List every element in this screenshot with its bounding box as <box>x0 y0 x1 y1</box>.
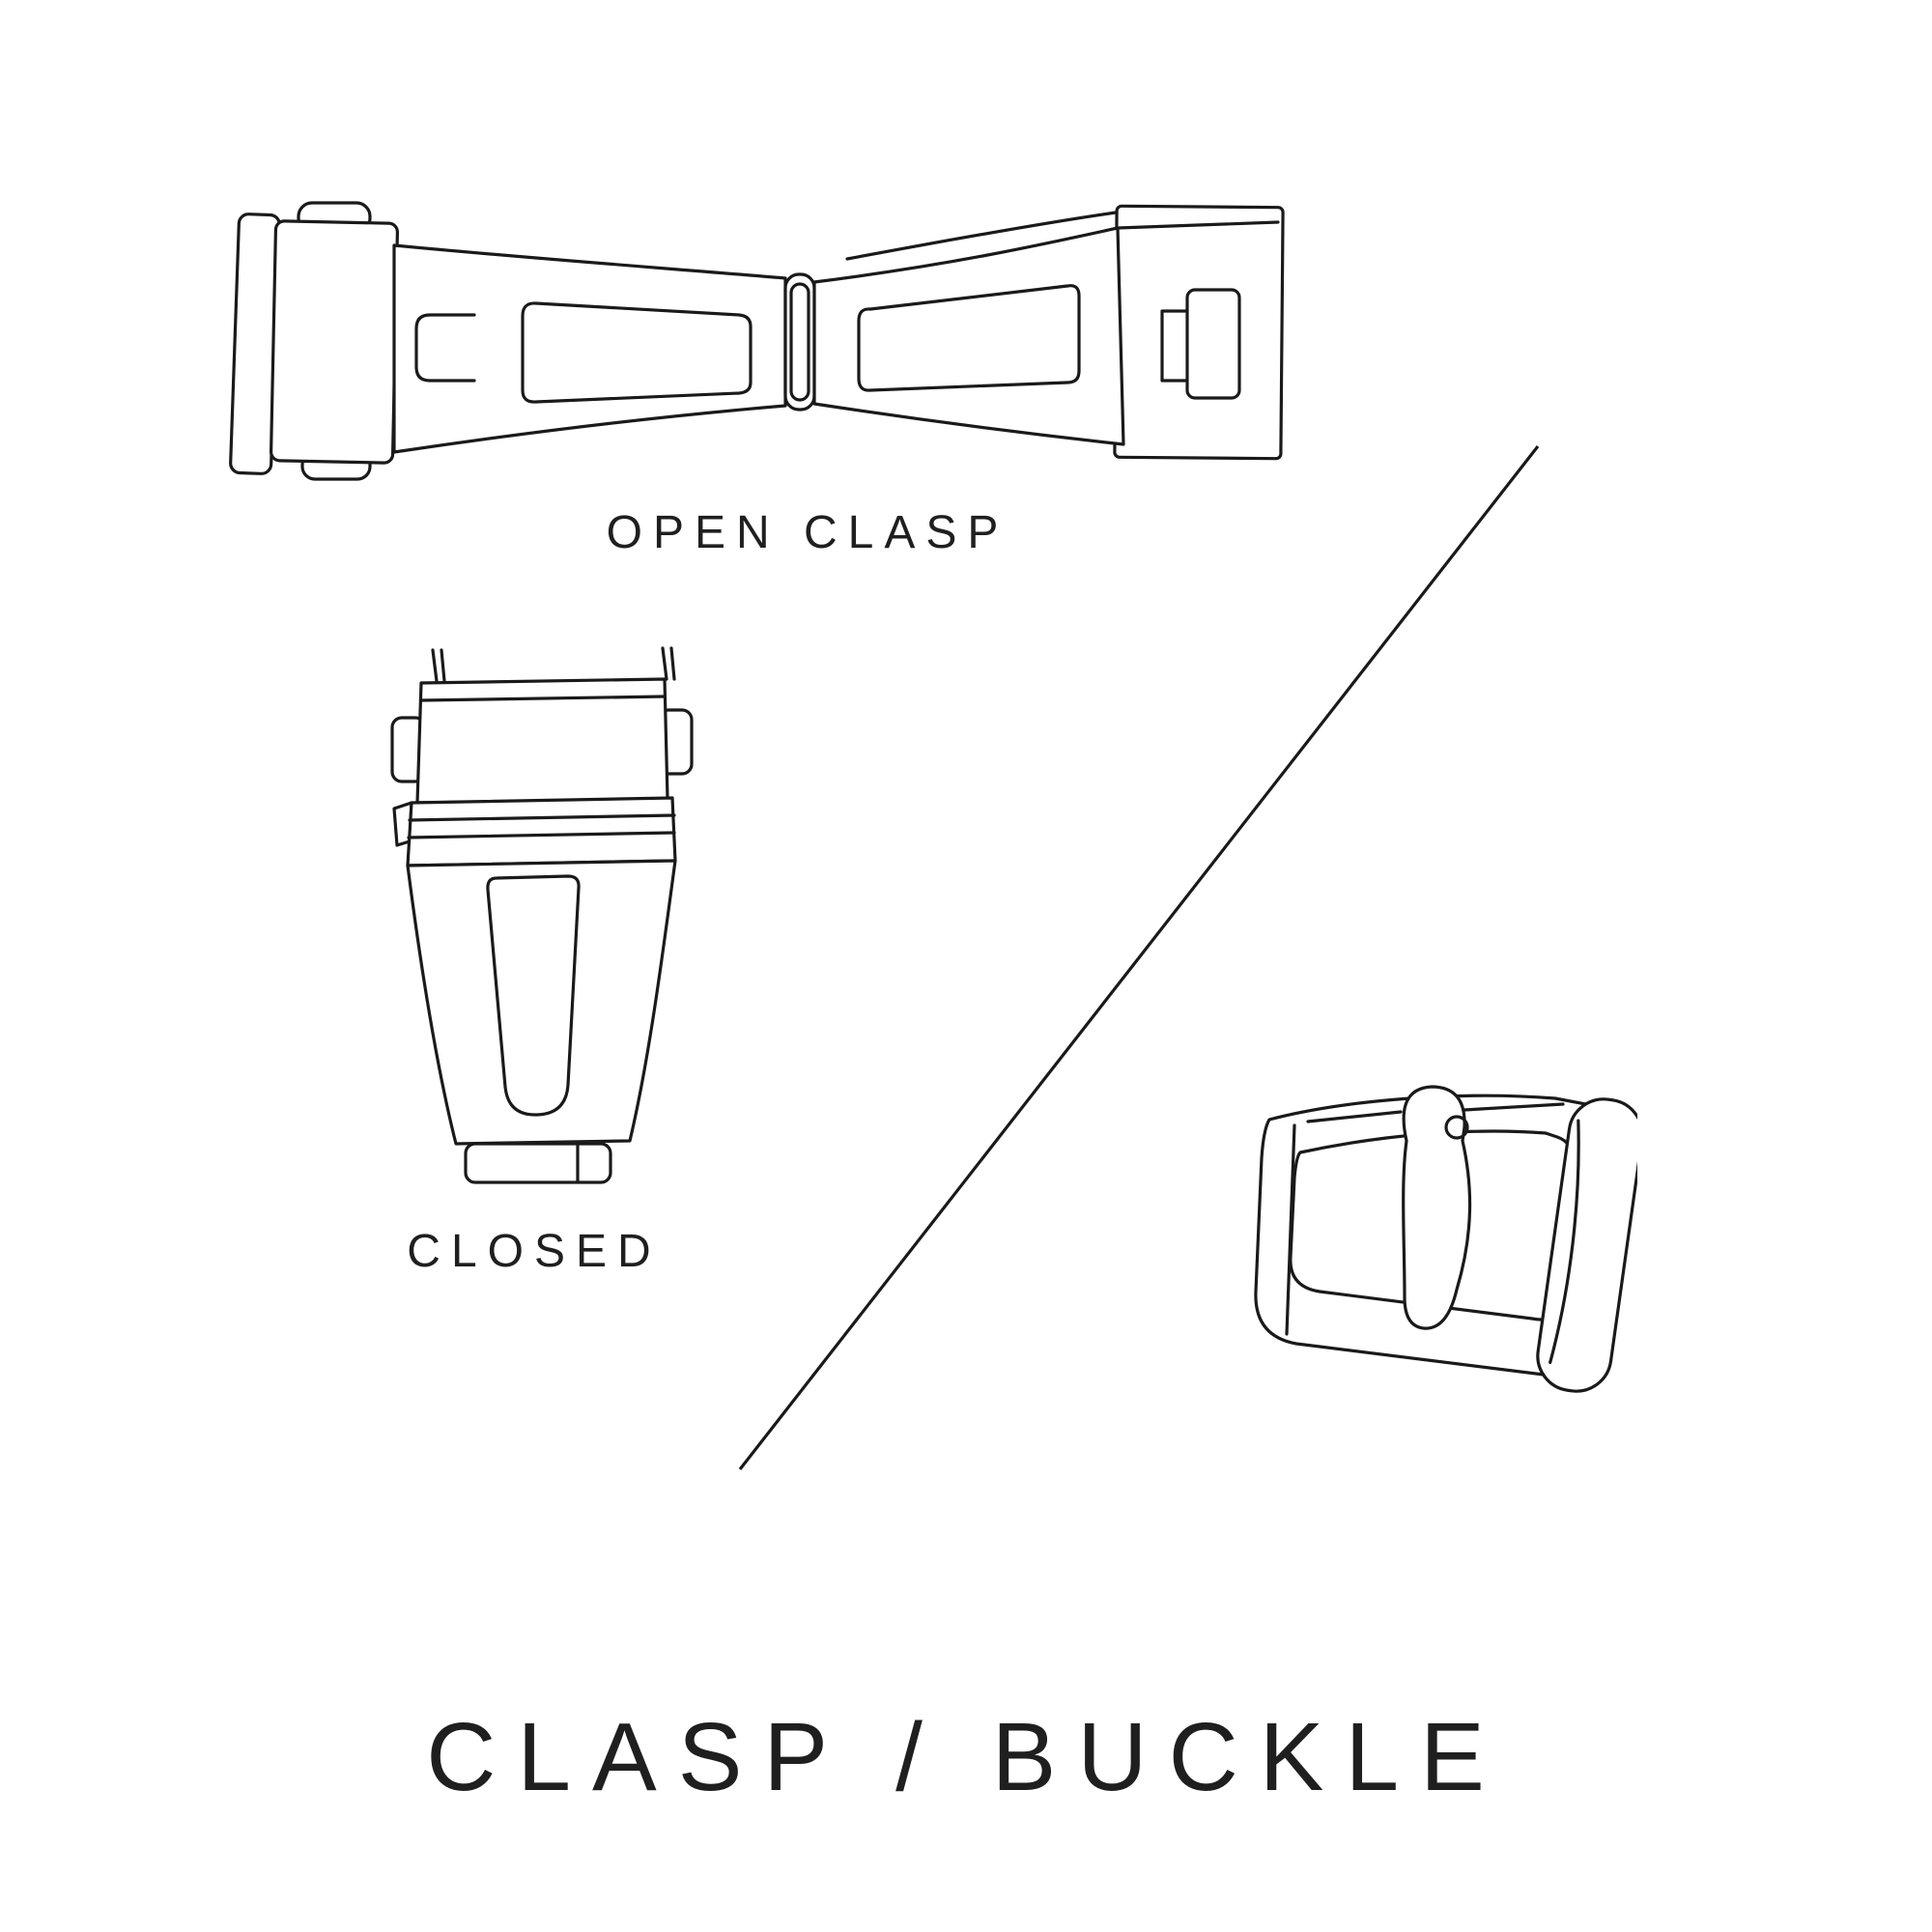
open-clasp-drawing <box>229 201 1285 481</box>
closed-clasp-illustration <box>377 642 705 1198</box>
open-clasp-label: OPEN CLASP <box>606 507 1009 558</box>
open-clasp-illustration <box>217 174 1299 497</box>
page-title: CLASP / BUCKLE <box>426 1703 1506 1811</box>
buckle-drawing <box>1254 1085 1637 1393</box>
closed-clasp-drawing <box>390 646 694 1184</box>
closed-clasp-label: CLOSED <box>407 1226 662 1277</box>
buckle-illustration <box>1227 1077 1637 1420</box>
